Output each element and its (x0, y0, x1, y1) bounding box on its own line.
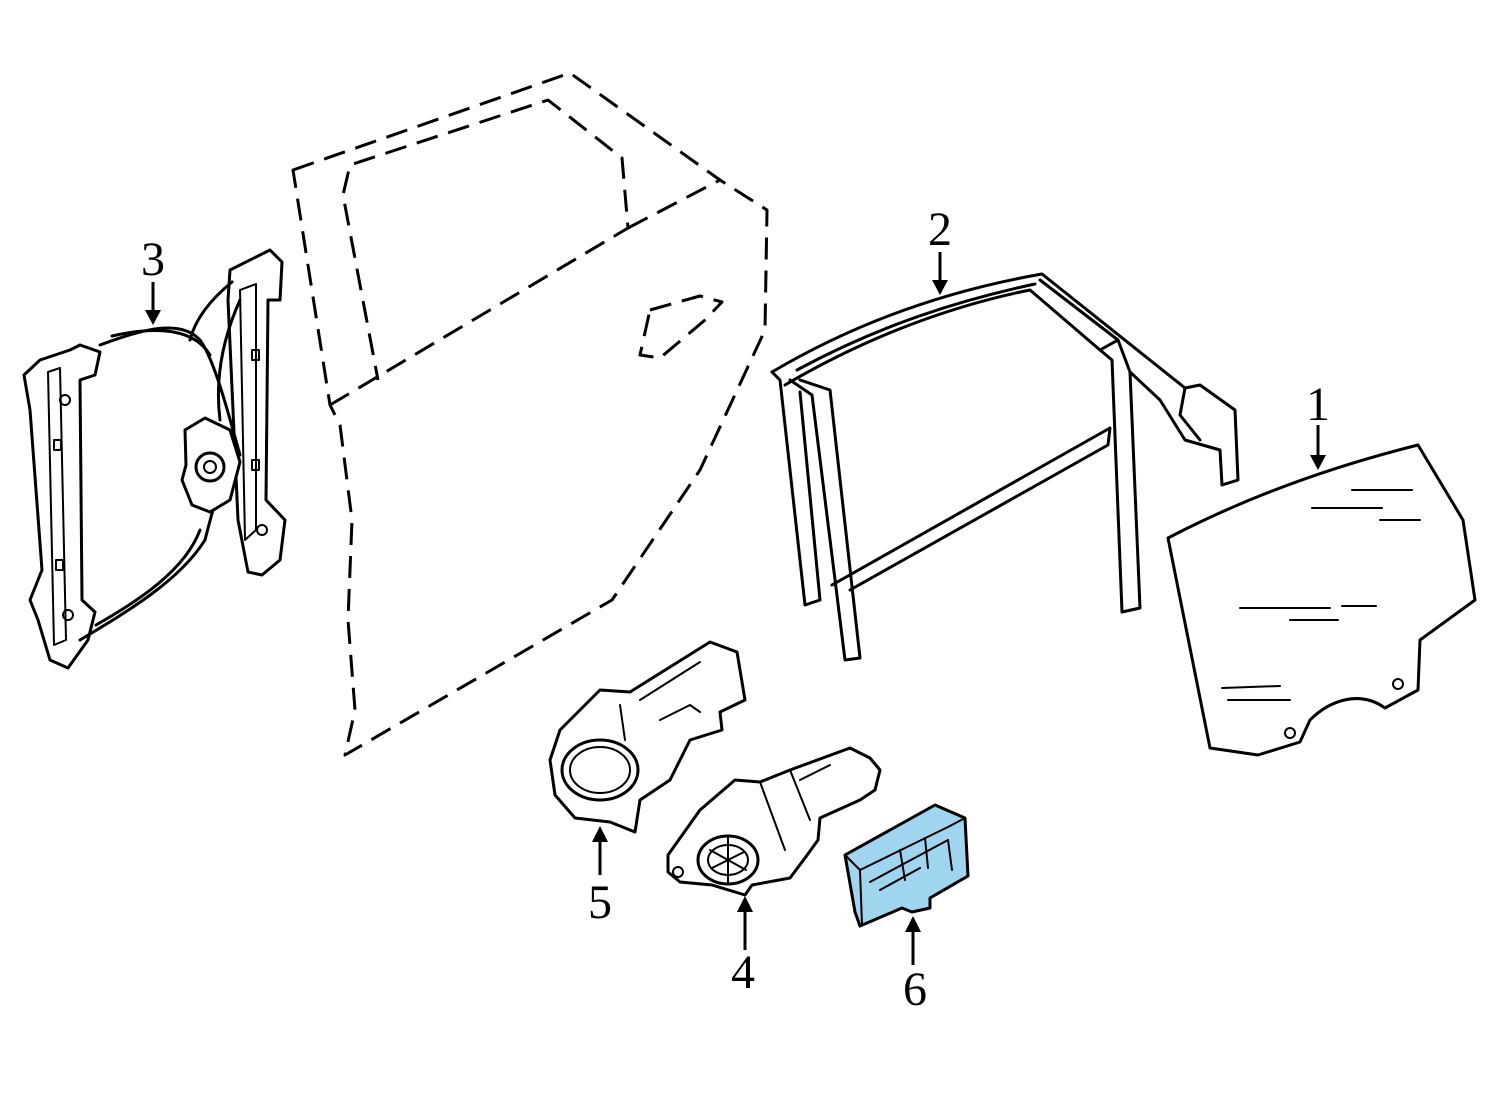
control-module-body (843, 803, 970, 928)
callout-label-1: 1 (1306, 378, 1330, 431)
callout-label-5: 5 (588, 876, 612, 929)
window-regulator (22, 248, 287, 670)
window-motor (666, 746, 882, 897)
callout-5: 5 (588, 826, 612, 929)
callout-4: 4 (731, 896, 755, 999)
window-run-channel (770, 272, 1240, 662)
door-outline (291, 71, 769, 757)
window-control-module (843, 803, 970, 928)
callout-label-2: 2 (928, 203, 952, 256)
callout-label-4: 4 (731, 946, 755, 999)
callout-1: 1 (1306, 378, 1330, 470)
callout-label-3: 3 (141, 233, 165, 286)
callout-6: 6 (903, 916, 927, 1016)
callout-2: 2 (928, 203, 952, 295)
callout-3: 3 (141, 233, 165, 325)
callouts: 1 2 3 4 5 6 (141, 203, 1330, 1016)
callout-label-6: 6 (903, 963, 927, 1016)
motor-cover (548, 640, 747, 834)
door-glass (1166, 443, 1477, 757)
